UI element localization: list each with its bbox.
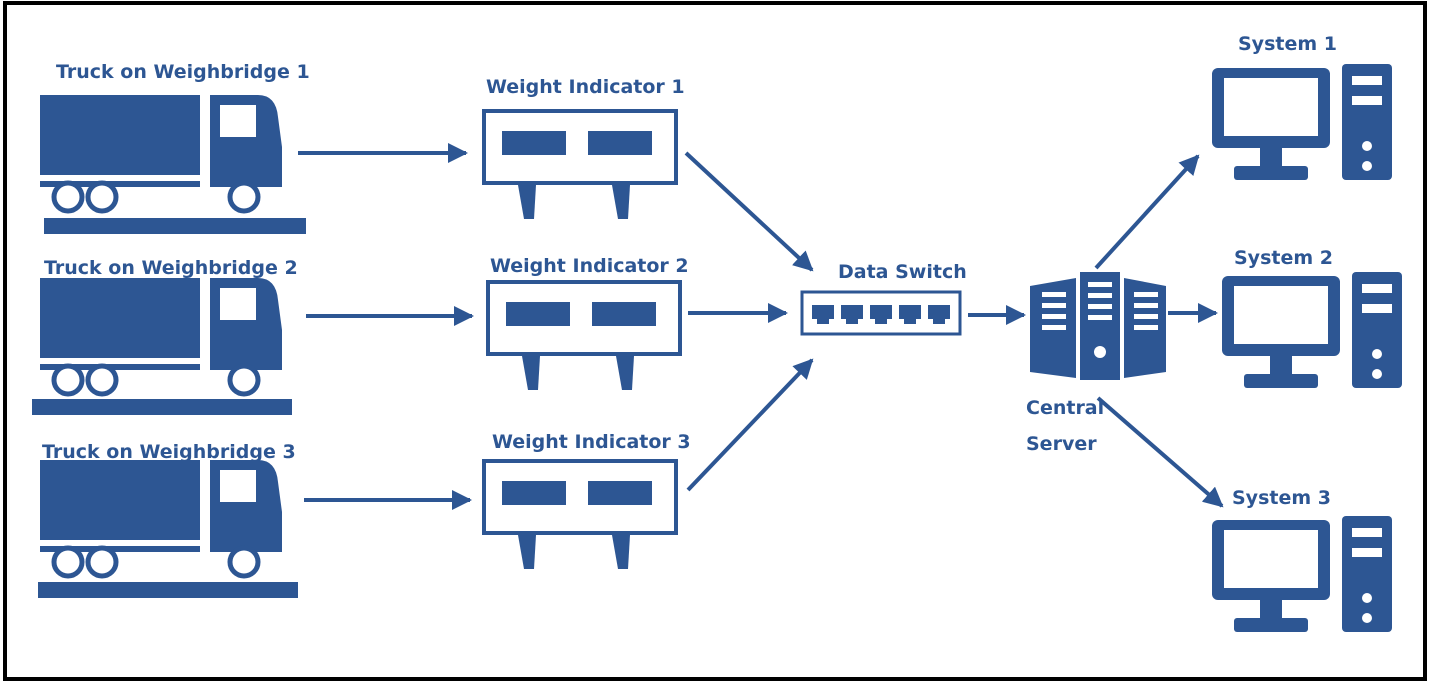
system-3: System 3 <box>1212 487 1392 632</box>
truck-2-icon <box>40 278 282 394</box>
system-1-label: System 1 <box>1238 33 1337 55</box>
arrow-indicator1-to-switch <box>684 151 814 272</box>
truck-1: Truck on Weighbridge 1 <box>40 61 310 234</box>
system-2-label: System 2 <box>1234 247 1333 269</box>
weighbridge-3-platform <box>38 582 298 598</box>
system-1: System 1 <box>1212 33 1392 180</box>
system-3-icon <box>1212 516 1392 632</box>
weight-indicator-3-label: Weight Indicator 3 <box>492 431 691 453</box>
weight-indicator-2-label: Weight Indicator 2 <box>490 255 689 277</box>
truck-1-label: Truck on Weighbridge 1 <box>56 61 310 83</box>
central-server-label-line2: Server <box>1026 433 1097 455</box>
weight-indicator-1-label: Weight Indicator 1 <box>486 76 685 98</box>
data-switch: Data Switch <box>800 261 967 336</box>
weight-indicator-1-icon <box>482 109 678 221</box>
weight-indicator-1: Weight Indicator 1 <box>482 76 685 221</box>
truck-2: Truck on Weighbridge 2 <box>32 257 298 415</box>
weight-indicator-3: Weight Indicator 3 <box>482 431 691 571</box>
arrow-server-to-system1 <box>1094 154 1200 270</box>
system-1-icon <box>1212 64 1392 180</box>
central-server: Central Server <box>1026 272 1166 455</box>
switch-ports-icon <box>812 305 950 324</box>
system-2-icon <box>1222 272 1402 388</box>
central-server-label-line1: Central <box>1026 397 1104 419</box>
truck-3-icon <box>40 460 282 576</box>
truck-1-icon <box>40 95 282 211</box>
weight-indicator-3-icon <box>482 459 678 571</box>
server-rack-icon <box>1030 272 1166 380</box>
truck-3: Truck on Weighbridge 3 <box>38 441 298 598</box>
weighbridge-1-platform <box>44 218 306 234</box>
weighbridge-2-platform <box>32 399 292 415</box>
weight-indicator-2: Weight Indicator 2 <box>486 255 689 392</box>
truck-2-label: Truck on Weighbridge 2 <box>44 257 298 279</box>
truck-3-label: Truck on Weighbridge 3 <box>42 441 296 463</box>
arrow-server-to-system3 <box>1096 396 1224 508</box>
data-switch-label: Data Switch <box>838 261 967 283</box>
arrow-indicator3-to-switch <box>686 358 814 492</box>
diagram-frame <box>3 1 1427 681</box>
system-3-label: System 3 <box>1232 487 1331 509</box>
weight-indicator-2-icon <box>486 280 682 392</box>
system-2: System 2 <box>1222 247 1402 388</box>
